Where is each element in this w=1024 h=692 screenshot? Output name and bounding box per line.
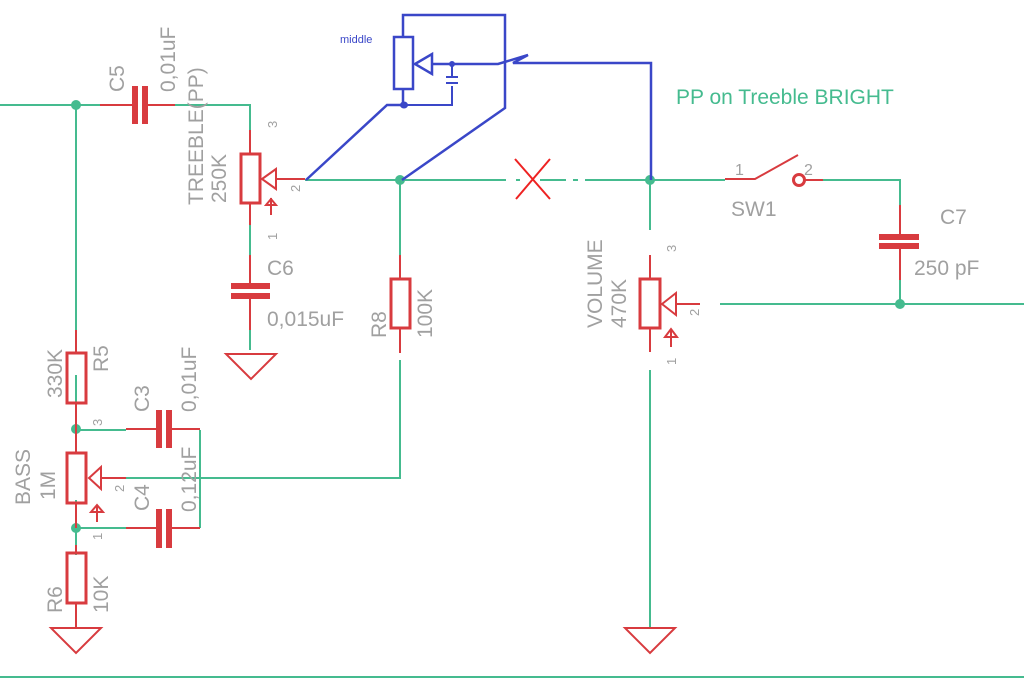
- ground-icon: [223, 353, 279, 381]
- junction-dot: [395, 175, 405, 185]
- resistor-r6[interactable]: [65, 545, 88, 628]
- junction-dot: [895, 299, 905, 309]
- treble-name-label: TREEBLE(PP): [185, 67, 208, 205]
- wire-c5-treble: [175, 104, 251, 130]
- c7-value-label: 250 pF: [914, 257, 979, 280]
- r8-value-label: 100K: [414, 289, 437, 338]
- c3-name-label: C3: [131, 385, 154, 412]
- treble-pin-1: 1: [265, 233, 280, 240]
- capacitor-c3[interactable]: [126, 410, 200, 448]
- capacitor-c5[interactable]: [100, 86, 175, 124]
- volume-value-label: 470K: [608, 279, 631, 328]
- junction-dot: [71, 100, 81, 110]
- middle-label: middle: [340, 34, 372, 46]
- c6-name-label: C6: [267, 257, 294, 280]
- capacitor-c7[interactable]: [879, 205, 919, 280]
- ground-icon: [48, 627, 104, 655]
- c4-name-label: C4: [131, 484, 154, 511]
- bass-pin-3: 3: [90, 419, 105, 426]
- volume-name-label: VOLUME: [584, 239, 607, 328]
- resistor-r8[interactable]: [389, 255, 412, 353]
- junctions: [71, 100, 905, 533]
- bass-name-label: BASS: [12, 449, 35, 505]
- bass-value-label: 1M: [37, 471, 60, 500]
- treble-pin-3: 3: [265, 121, 280, 128]
- c5-name-label: C5: [106, 65, 129, 92]
- sw1-name-label: SW1: [731, 198, 777, 221]
- sw1-pin-1: 1: [735, 162, 744, 179]
- potentiometer-treble[interactable]: [239, 130, 305, 225]
- sw1-pin-2: 2: [804, 162, 813, 179]
- potentiometer-volume[interactable]: [638, 255, 700, 352]
- resistor-r5[interactable]: [65, 330, 88, 430]
- volume-pin-1: 1: [664, 358, 679, 365]
- r5-value-label: 330K: [44, 349, 67, 398]
- c4-value-label: 0,12uF: [178, 447, 201, 512]
- c3-value-label: 0,01uF: [178, 347, 201, 412]
- r6-name-label: R6: [44, 586, 67, 613]
- annotation-text: PP on Treeble BRIGHT: [676, 86, 894, 109]
- r5-name-label: R5: [90, 345, 113, 372]
- potentiometer-bass[interactable]: [65, 430, 126, 528]
- capacitor-c4[interactable]: [126, 509, 200, 548]
- cut-mark-icon: [514, 158, 551, 200]
- treble-pin-2: 2: [288, 185, 303, 192]
- wire-sw1-c7: [820, 179, 901, 205]
- ground-icon: [622, 627, 678, 655]
- capacitor-c6[interactable]: [231, 255, 270, 330]
- c7-name-label: C7: [940, 206, 967, 229]
- r6-value-label: 10K: [90, 576, 113, 613]
- bass-pin-2: 2: [112, 485, 127, 492]
- c6-value-label: 0,015uF: [267, 308, 344, 331]
- wire-r8-bass: [126, 360, 401, 479]
- c5-value-label: 0,01uF: [157, 27, 180, 92]
- switch-sw1[interactable]: [725, 154, 823, 187]
- middle-mod-wiring[interactable]: [305, 13, 653, 182]
- volume-pin-2: 2: [687, 309, 702, 316]
- bass-pin-1: 1: [90, 533, 105, 540]
- treble-value-label: 250K: [208, 154, 231, 203]
- r8-name-label: R8: [368, 311, 391, 338]
- volume-pin-3: 3: [664, 245, 679, 252]
